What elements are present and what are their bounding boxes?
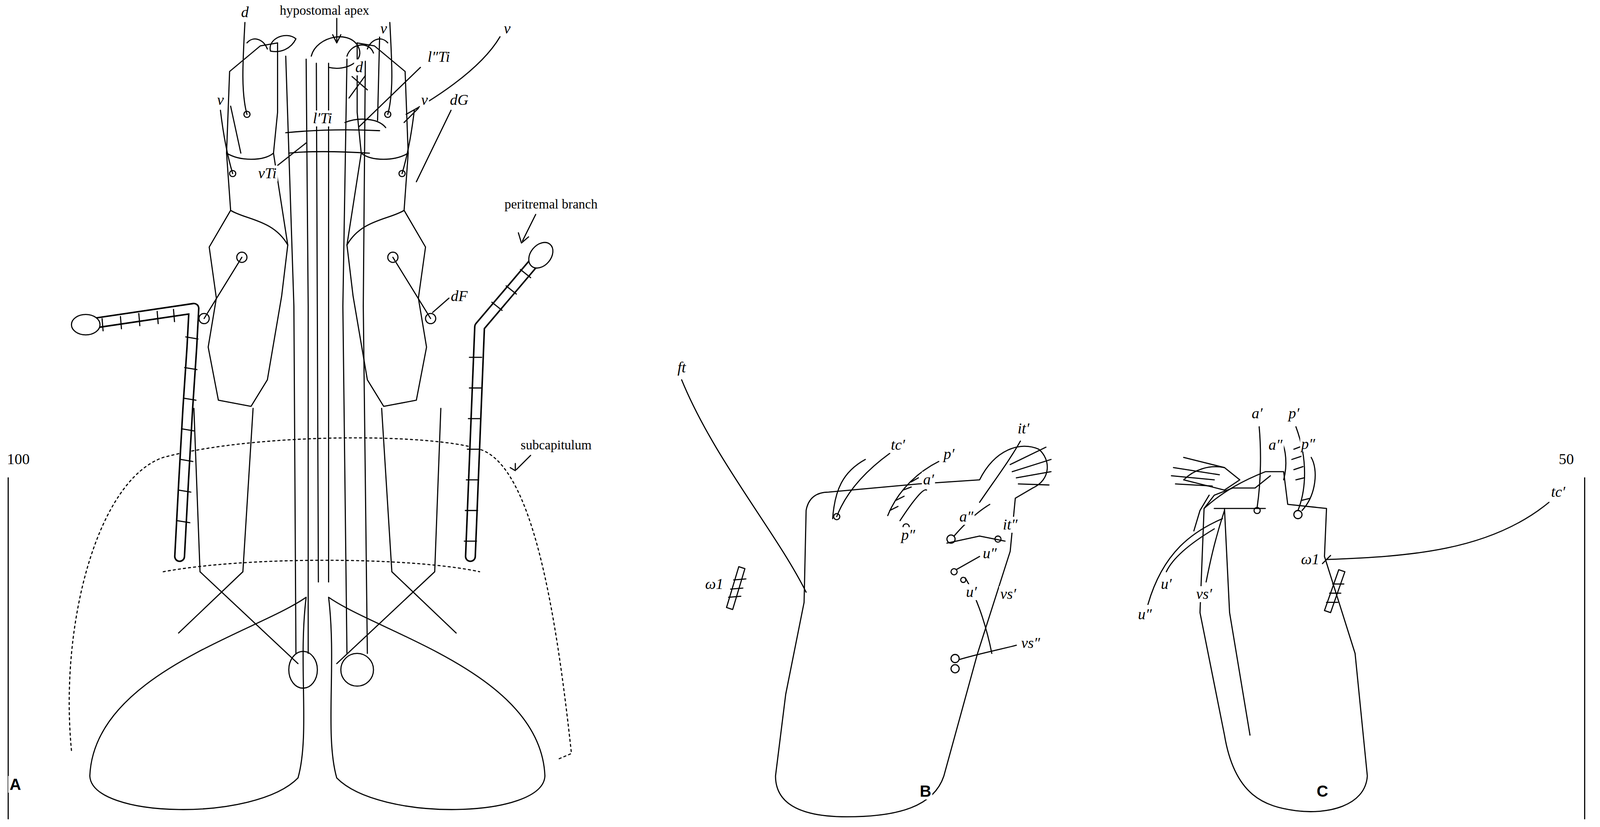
solenidion-label: ω1 — [1299, 551, 1321, 568]
seta-label: tc′ — [1549, 483, 1567, 500]
panel-letter: A — [8, 775, 23, 793]
arrow-head — [510, 463, 516, 471]
seta-label: a′ — [921, 471, 935, 488]
scale-value: 50 — [1557, 451, 1576, 468]
seta-label: v — [378, 20, 389, 37]
gnathosoma-half — [89, 22, 307, 809]
leader-line — [516, 455, 531, 470]
seta-label: a′ — [1250, 405, 1264, 422]
scale-bar — [7, 477, 9, 819]
leader-line — [404, 107, 419, 123]
seta-label: dG — [448, 92, 470, 108]
arrow-head — [518, 232, 529, 244]
scale-value: 100 — [5, 451, 32, 468]
seta-label: d — [354, 59, 365, 76]
arrow-head — [332, 34, 341, 43]
seta-label: u′ — [1159, 575, 1173, 592]
leader-line — [406, 36, 501, 115]
seta-label: ft — [676, 359, 688, 376]
seta-label: l″Ti — [426, 49, 452, 65]
panel-letter: C — [1315, 782, 1330, 800]
seta-label: it″ — [1001, 516, 1019, 533]
subcapitulum-outline — [163, 559, 480, 572]
panel-letter: B — [918, 782, 933, 800]
seta-label: vTi — [257, 165, 278, 182]
seta-label: p′ — [942, 446, 956, 463]
seta-label: dF — [449, 288, 469, 305]
leader-line — [416, 110, 452, 182]
seta-label: v — [215, 92, 226, 108]
seta-label: vs′ — [1195, 585, 1214, 602]
leader-line — [432, 298, 450, 313]
seta-label: l′Ti — [311, 110, 334, 127]
seta-label: vs″ — [1019, 634, 1041, 651]
seta-label: tc′ — [889, 436, 907, 453]
palp-tarsus — [1148, 426, 1549, 811]
leader-line — [359, 67, 421, 127]
leader-line — [336, 18, 338, 41]
seta-label: p″ — [900, 526, 917, 543]
seta-label: vs′ — [999, 585, 1018, 602]
seta-label: a″ — [958, 508, 975, 525]
peritreme — [71, 237, 558, 556]
seta-label: d — [239, 4, 250, 21]
subcapitulum-outline — [69, 437, 572, 760]
seta-label: p″ — [1299, 435, 1317, 452]
leader-line — [277, 142, 307, 165]
seta-label: v — [502, 20, 512, 37]
scale-bar — [1584, 477, 1586, 819]
leader-line — [230, 106, 242, 154]
solenidion-label: ω1 — [703, 575, 725, 592]
seta-label: it′ — [1016, 420, 1031, 437]
structure-label: peritremal branch — [503, 197, 599, 212]
seta-label: a″ — [1267, 436, 1284, 453]
structure-label: hypostomal apex — [278, 3, 371, 18]
palp-tarsus — [681, 379, 1051, 817]
structure-label: subcapitulum — [519, 437, 593, 452]
seta-label: u″ — [1136, 606, 1154, 623]
seta-label: p′ — [1287, 405, 1301, 422]
seta-label: u″ — [981, 545, 998, 562]
seta-label: v — [420, 92, 430, 108]
leader-line — [349, 75, 366, 98]
seta-label: u′ — [964, 583, 978, 600]
